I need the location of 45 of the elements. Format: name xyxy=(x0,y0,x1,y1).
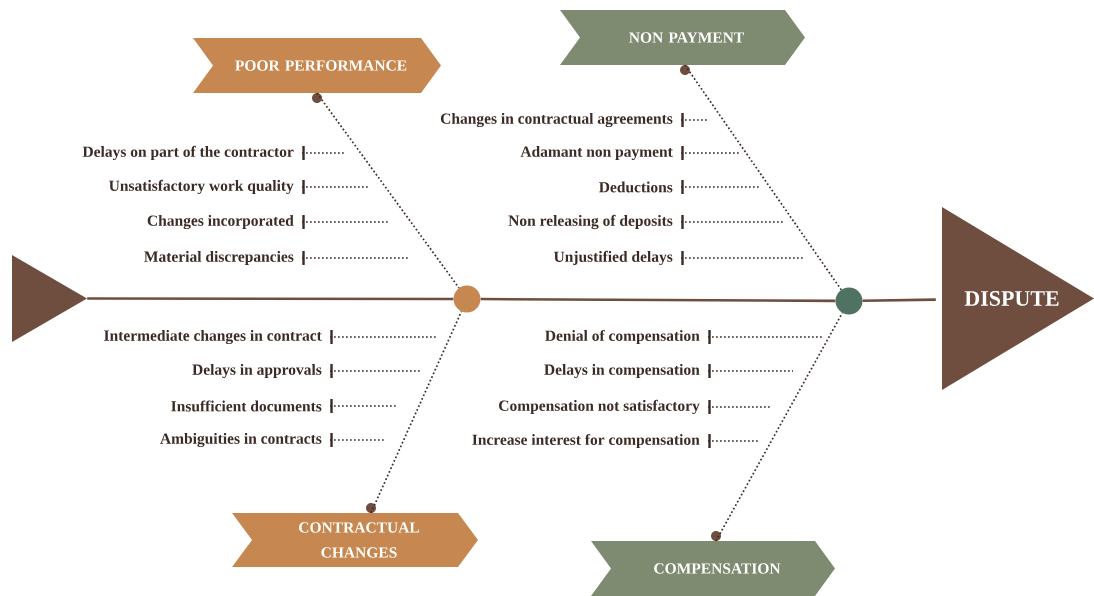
joint-circle xyxy=(453,285,481,313)
tick-line xyxy=(680,119,710,121)
cause-text: Adamant non payment xyxy=(520,145,673,161)
spine-line xyxy=(480,297,836,303)
cause-text: Changes incorporated xyxy=(147,214,294,230)
cause-text: Changes in contractual agreements xyxy=(440,112,673,128)
spine-line xyxy=(862,298,936,303)
cause-text: Delays in compensation xyxy=(544,363,700,379)
tick-line xyxy=(680,221,784,223)
tick-line xyxy=(301,152,346,154)
tail-triangle xyxy=(12,255,87,342)
tick-line xyxy=(707,370,794,372)
tick-line xyxy=(707,336,824,338)
cause-text: Insufficient documents xyxy=(171,400,322,412)
cause-text: Deductions xyxy=(599,181,673,193)
tick-line xyxy=(707,406,773,408)
tick-line xyxy=(707,440,759,442)
cause-text: Material discrepancies xyxy=(144,250,294,265)
cause-text: Delays in approvals xyxy=(192,363,322,379)
tick-line xyxy=(680,257,806,259)
tick-line xyxy=(301,257,411,259)
cause-text: Denial of compensation xyxy=(545,329,700,345)
tick-line xyxy=(329,439,387,441)
tick-line xyxy=(301,186,370,188)
cause-text: Unsatisfactory work quality xyxy=(109,179,294,195)
tick-line xyxy=(329,370,422,372)
spine-line xyxy=(316,92,460,289)
spine-line xyxy=(684,64,843,291)
cause-text: Unjustified delays xyxy=(553,250,673,266)
cause-text: Delays on part of the contractor xyxy=(82,145,294,161)
tick-line xyxy=(301,221,390,223)
tick-line xyxy=(680,152,740,154)
tick-line xyxy=(680,186,760,188)
cause-text: Non releasing of deposits xyxy=(508,214,673,230)
joint-circle xyxy=(835,287,863,315)
cause-text: Intermediate changes in contract xyxy=(104,329,322,345)
tick-line xyxy=(329,336,437,338)
spine-line xyxy=(370,310,463,514)
cause-text: Increase interest for compensation xyxy=(472,433,700,449)
spine-line xyxy=(87,297,454,301)
cause-text: Compensation not satisfactory xyxy=(499,399,700,415)
head-triangle: DISPUTE xyxy=(942,207,1094,390)
cause-text: Ambiguities in contracts xyxy=(160,432,322,448)
spine-line xyxy=(715,312,844,542)
tick-line xyxy=(329,405,397,407)
